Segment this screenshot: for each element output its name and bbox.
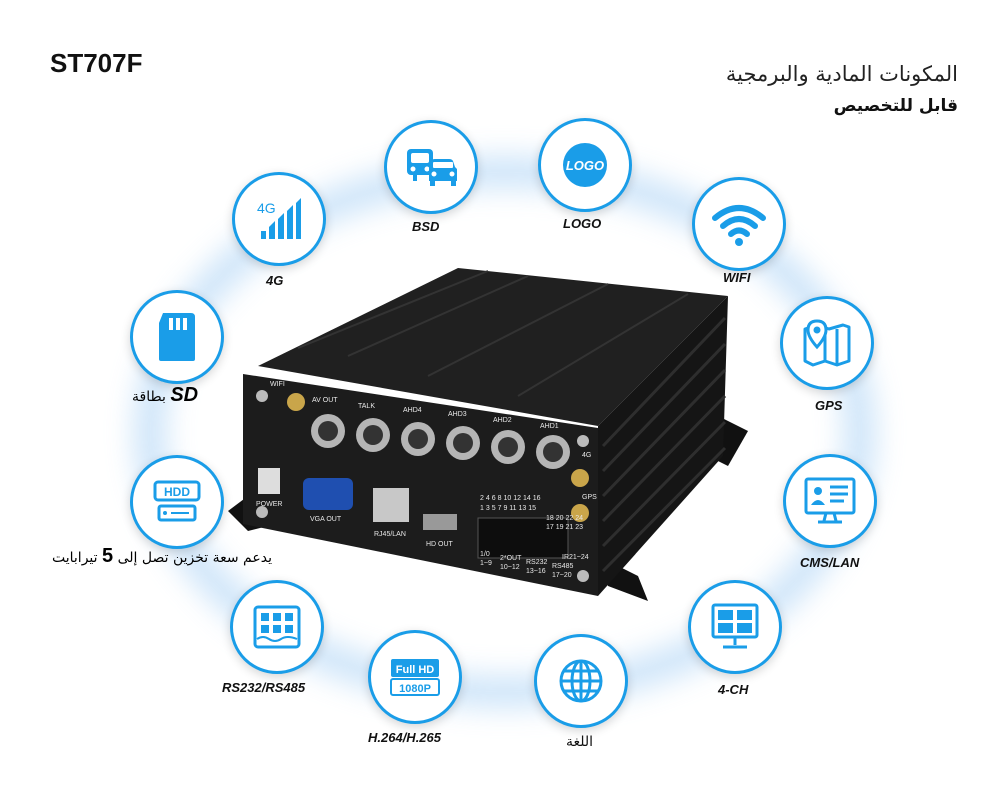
wifi-circle <box>692 177 786 271</box>
hdd-icon: HDD <box>153 480 201 522</box>
port-label-power: POWER <box>256 501 282 508</box>
lang-circle <box>534 634 628 728</box>
io-label-4: RS485 <box>552 563 574 570</box>
vga-port[interactable] <box>303 478 353 510</box>
g4-circle: 4G <box>232 172 326 266</box>
io-label-3: RS232 <box>526 559 548 566</box>
io-label-3b: 13~16 <box>526 568 546 575</box>
rs-circle <box>230 580 324 674</box>
g4-label: 4G <box>266 273 284 288</box>
fhd-circle: Full HD 1080P <box>368 630 462 724</box>
quad-screen-icon <box>711 603 759 649</box>
port-label-vga: VGA OUT <box>310 516 342 523</box>
hdd-label: يدعم سعة تخزين تصل إلى 5 تيرابايت <box>52 545 272 568</box>
vehicles-icon <box>407 149 457 186</box>
io-label-2: 2*OUT <box>500 555 522 562</box>
port-label-wifi: WIFI <box>270 381 285 388</box>
logo-label: LOGO <box>563 216 602 231</box>
bsd-label: BSD <box>412 219 440 234</box>
feature-wifi <box>692 177 788 273</box>
power-port[interactable] <box>258 468 280 494</box>
map-pin-icon <box>803 319 851 367</box>
hdd-icon-text: HDD <box>164 485 190 499</box>
pin-labels-top: 2 4 6 8 10 12 14 16 <box>480 495 541 502</box>
sd-circle <box>130 290 224 384</box>
sd-label: SD بطاقة <box>132 384 198 407</box>
feature-cms <box>783 454 879 550</box>
port-label-av-out: AV OUT <box>312 397 338 404</box>
dvr-device: WIFI AV OUT TALK AHD4 AHD3 AHD2 AHD1 4G … <box>228 268 748 601</box>
feature-sd <box>130 290 226 386</box>
logo-icon-text: LOGO <box>566 158 604 173</box>
page-subtitle: قابل للتخصيص <box>833 96 958 116</box>
port-label-rj45: RJ45/LAN <box>374 531 406 538</box>
port-label-ahd4: AHD4 <box>403 407 422 414</box>
logo-circle: LOGO <box>538 118 632 212</box>
sd-card-icon <box>159 313 195 361</box>
monitor-user-icon <box>804 477 856 524</box>
4g-antenna-port[interactable] <box>571 469 589 487</box>
device-side <box>598 296 728 596</box>
pin-labels-side-bottom: 17 19 21 23 <box>546 524 583 531</box>
port-label-4g: 4G <box>582 452 591 459</box>
fhd-icon-text-1: Full HD <box>396 664 435 676</box>
gps-circle <box>780 296 874 390</box>
io-label-4b: 17~20 <box>552 572 572 579</box>
hdmi-port[interactable] <box>423 514 457 530</box>
io-label-2b: 10~12 <box>500 564 520 571</box>
feature-language <box>534 634 630 730</box>
io-label-1: 1/0 <box>480 551 490 558</box>
hdd-circle: HDD <box>130 455 224 549</box>
wifi-antenna-port[interactable] <box>287 393 305 411</box>
gps-label: GPS <box>815 398 843 413</box>
serial-port-icon <box>253 605 301 649</box>
port-label-hd: HD OUT <box>426 541 454 548</box>
feature-4ch <box>688 580 784 676</box>
feature-bsd <box>384 120 480 216</box>
hdd-label-pre: يدعم سعة تخزين تصل إلى <box>117 550 272 566</box>
fhd-icon-text-2: 1080P <box>399 683 431 695</box>
language-label: اللغة <box>566 734 594 750</box>
port-label-talk: TALK <box>358 403 375 410</box>
port-label-ahd3: AHD3 <box>448 411 467 418</box>
fhd-label: H.264/H.265 <box>368 730 441 745</box>
io-label-1b: 1~9 <box>480 560 492 567</box>
hdd-label-post: تيرابايت <box>52 550 98 566</box>
sd-label-ar: بطاقة <box>132 389 166 405</box>
io-label-5: IR21~24 <box>562 554 589 561</box>
hdd-label-num: 5 <box>102 545 114 567</box>
pin-labels-side-top: 18 20 22 24 <box>546 515 583 522</box>
feature-rs <box>230 580 326 676</box>
full-hd-icon: Full HD 1080P <box>390 659 440 696</box>
gps-antenna-port[interactable] <box>571 504 589 522</box>
globe-icon <box>559 659 603 703</box>
device-top <box>258 268 728 426</box>
bsd-circle <box>384 120 478 214</box>
feature-gps <box>780 296 876 392</box>
port-label-ahd1: AHD1 <box>540 423 559 430</box>
wifi-icon <box>712 205 766 246</box>
ch4-circle <box>688 580 782 674</box>
feature-4g: 4G <box>232 172 328 268</box>
feature-hdd: HDD <box>130 455 226 551</box>
g4-icon-text: 4G <box>257 200 276 216</box>
rs-label: RS232/RS485 <box>222 680 306 695</box>
pin-labels-bottom: 1 3 5 7 9 11 13 15 <box>480 505 536 512</box>
wifi-label: WIFI <box>723 270 751 285</box>
signal-4g-icon: 4G <box>257 198 301 239</box>
sd-label-bold: SD <box>170 384 199 406</box>
feature-fullhd: Full HD 1080P <box>368 630 464 726</box>
ch4-label: 4-CH <box>718 682 749 697</box>
logo-badge-icon: LOGO <box>563 143 607 187</box>
page-title: المكونات المادية والبرمجية <box>725 62 958 86</box>
cms-circle <box>783 454 877 548</box>
feature-logo: LOGO <box>538 118 634 214</box>
port-label-ahd2: AHD2 <box>493 417 512 424</box>
port-label-gps: GPS <box>582 494 597 501</box>
model-name: ST707F <box>50 48 143 78</box>
cms-label: CMS/LAN <box>800 555 860 570</box>
io-terminal[interactable] <box>477 517 569 559</box>
rj45-port[interactable] <box>373 488 409 522</box>
